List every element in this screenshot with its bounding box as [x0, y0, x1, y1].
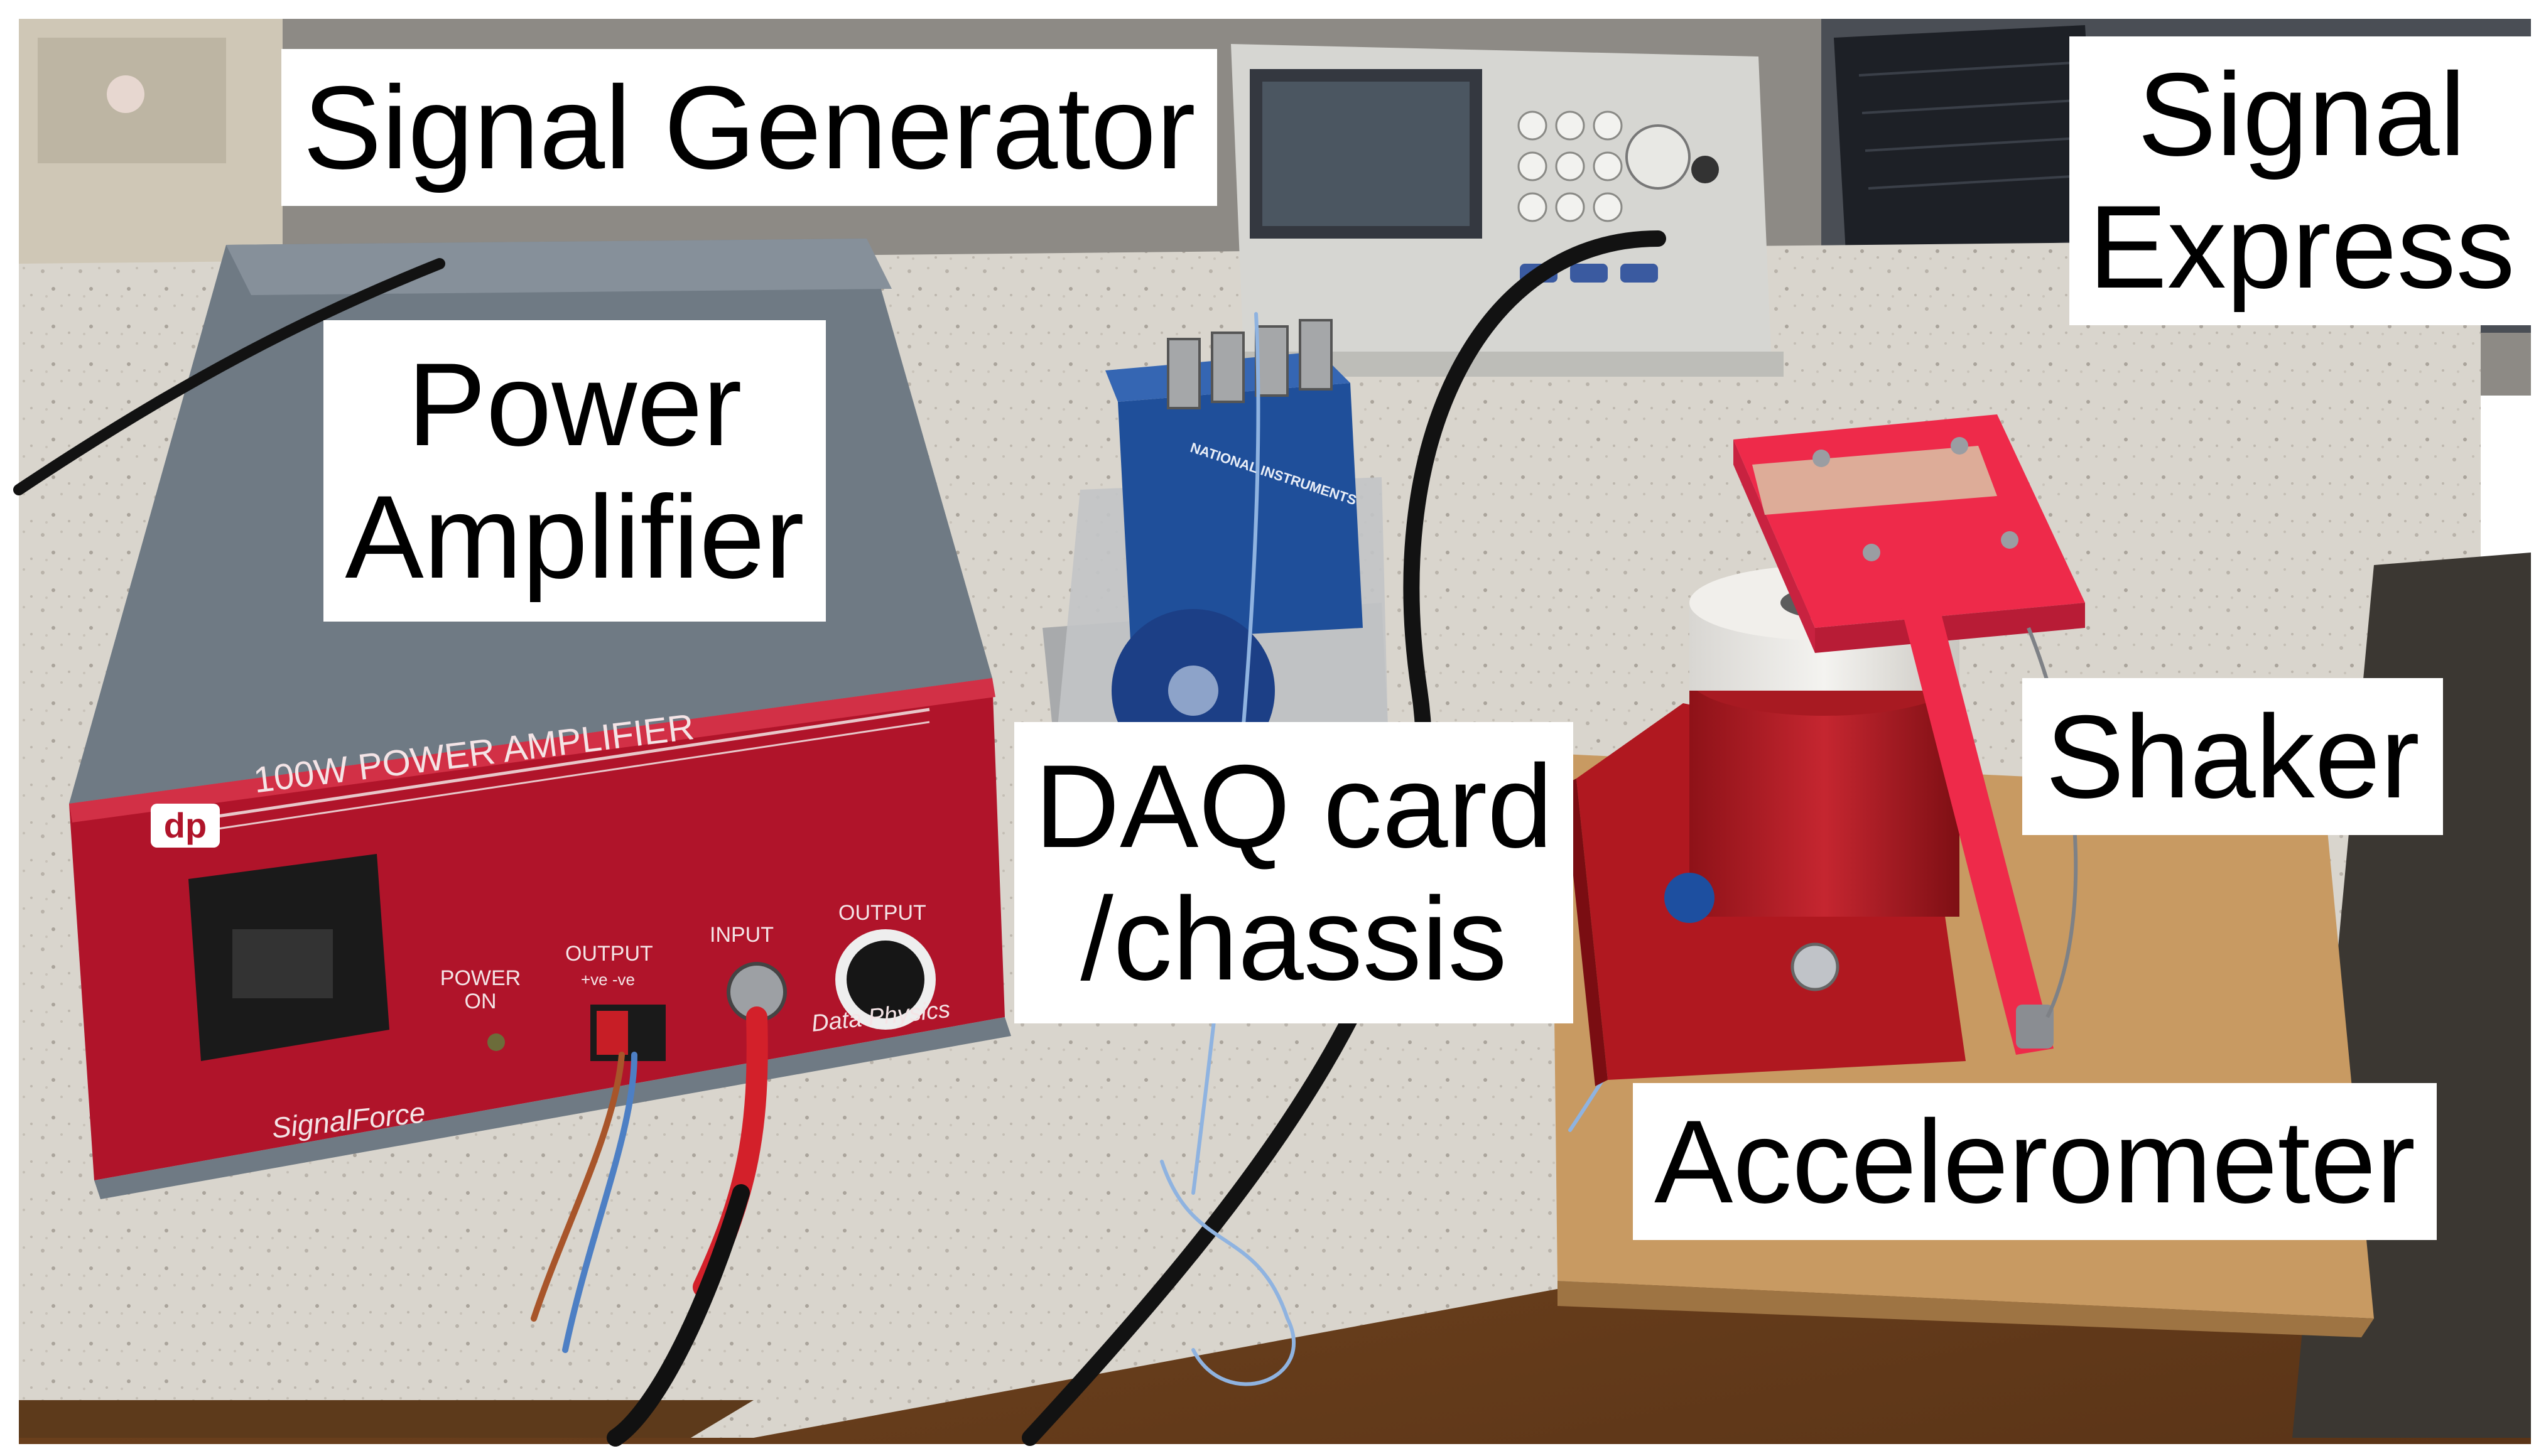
accelerometer-sensor — [2016, 1005, 2054, 1049]
label-power-amplifier: Power Amplifier — [323, 320, 826, 622]
brown-wire — [531, 1052, 625, 1322]
label-shaker: Shaker — [2022, 678, 2443, 835]
label-daq-card-line-1: DAQ card — [1034, 740, 1553, 873]
amp-input-text: INPUT — [710, 923, 774, 947]
label-signal-express-line-1: Signal — [2137, 48, 2466, 181]
label-daq-card-line-2: /chassis — [1080, 873, 1507, 1005]
black-cable-1 — [607, 1184, 750, 1447]
amp-logo-text: dp — [163, 806, 207, 845]
shaker-device — [1564, 565, 1966, 1086]
label-power-amplifier-line-1: Power — [407, 338, 742, 471]
shaker-fixture — [1733, 414, 2085, 1055]
label-signal-express-line-2: Express — [2088, 181, 2515, 313]
label-accelerometer: Accelerometer — [1633, 1083, 2437, 1240]
label-daq-card: DAQ card /chassis — [1014, 722, 1573, 1023]
power-amplifier-device — [69, 239, 1011, 1199]
daq-chassis-device — [1043, 319, 1388, 772]
label-signal-express: Signal Express — [2069, 36, 2534, 325]
amp-output-polarity-text: +ve -ve — [581, 970, 635, 989]
blue-wire — [562, 1052, 637, 1353]
amp-power-on-text: POWER ON — [440, 966, 521, 1014]
label-signal-generator: Signal Generator — [281, 49, 1217, 206]
label-power-amplifier-line-2: Amplifier — [345, 471, 804, 603]
fixture-arm — [1897, 587, 2054, 1055]
label-signal-generator-line-1: Signal Generator — [303, 61, 1196, 193]
label-shaker-line-1: Shaker — [2045, 690, 2420, 822]
signal-generator-device — [1231, 44, 1784, 377]
black-cable-3 — [13, 258, 445, 495]
thin-wire-2 — [1160, 1160, 1296, 1386]
amp-output-knob-text: OUTPUT — [838, 901, 926, 925]
label-accelerometer-line-1: Accelerometer — [1654, 1095, 2415, 1227]
amp-output-terminals-text: OUTPUT — [565, 942, 653, 966]
